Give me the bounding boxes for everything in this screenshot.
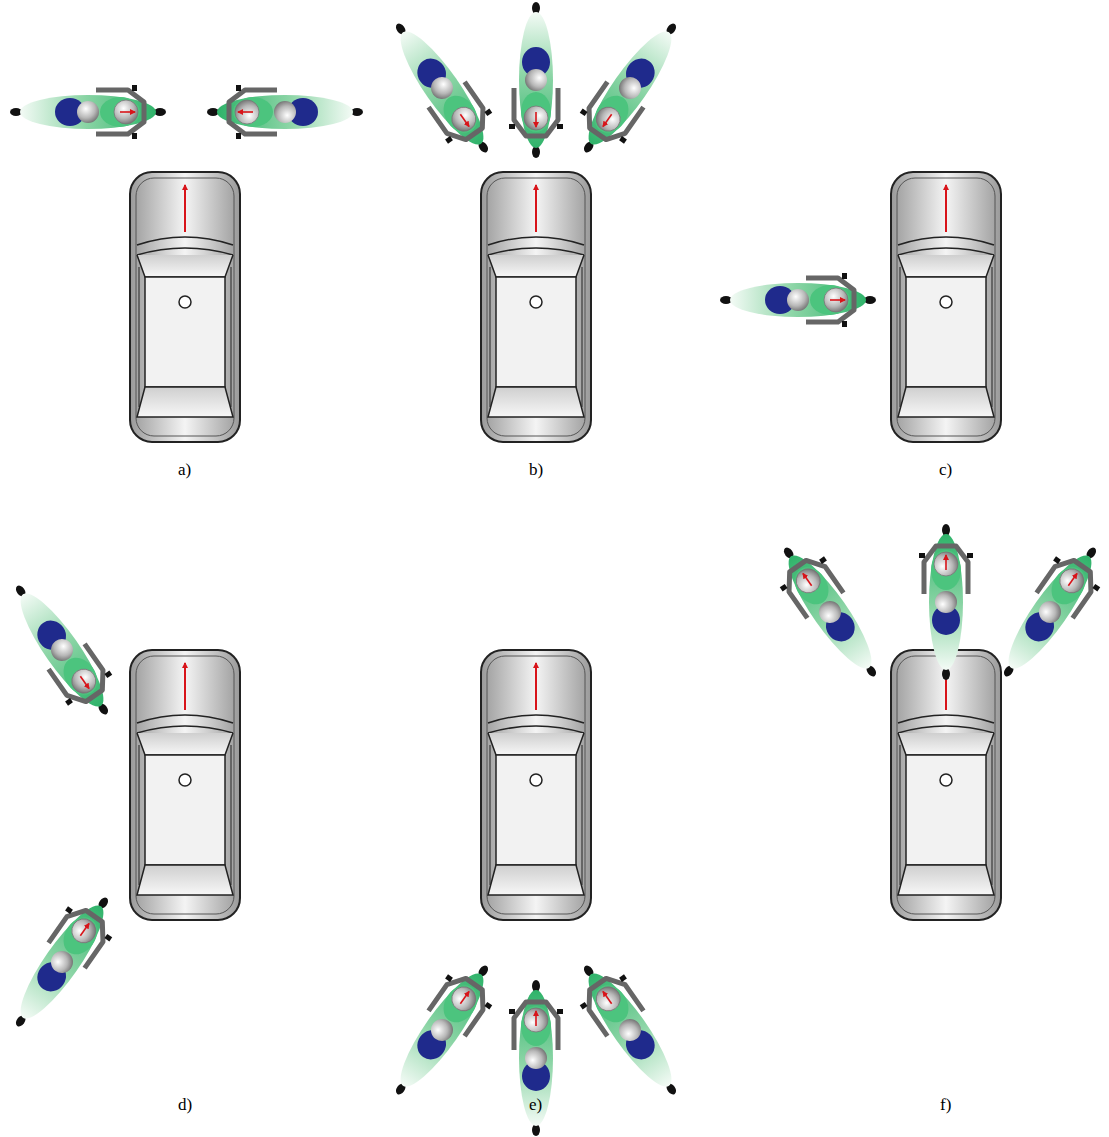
panel-label: c): [939, 460, 952, 480]
panel-label: d): [178, 1095, 192, 1115]
panel-label: e): [529, 1095, 542, 1115]
panel-label: f): [940, 1095, 951, 1115]
panel-label: a): [178, 460, 191, 480]
panel-label: b): [529, 460, 543, 480]
